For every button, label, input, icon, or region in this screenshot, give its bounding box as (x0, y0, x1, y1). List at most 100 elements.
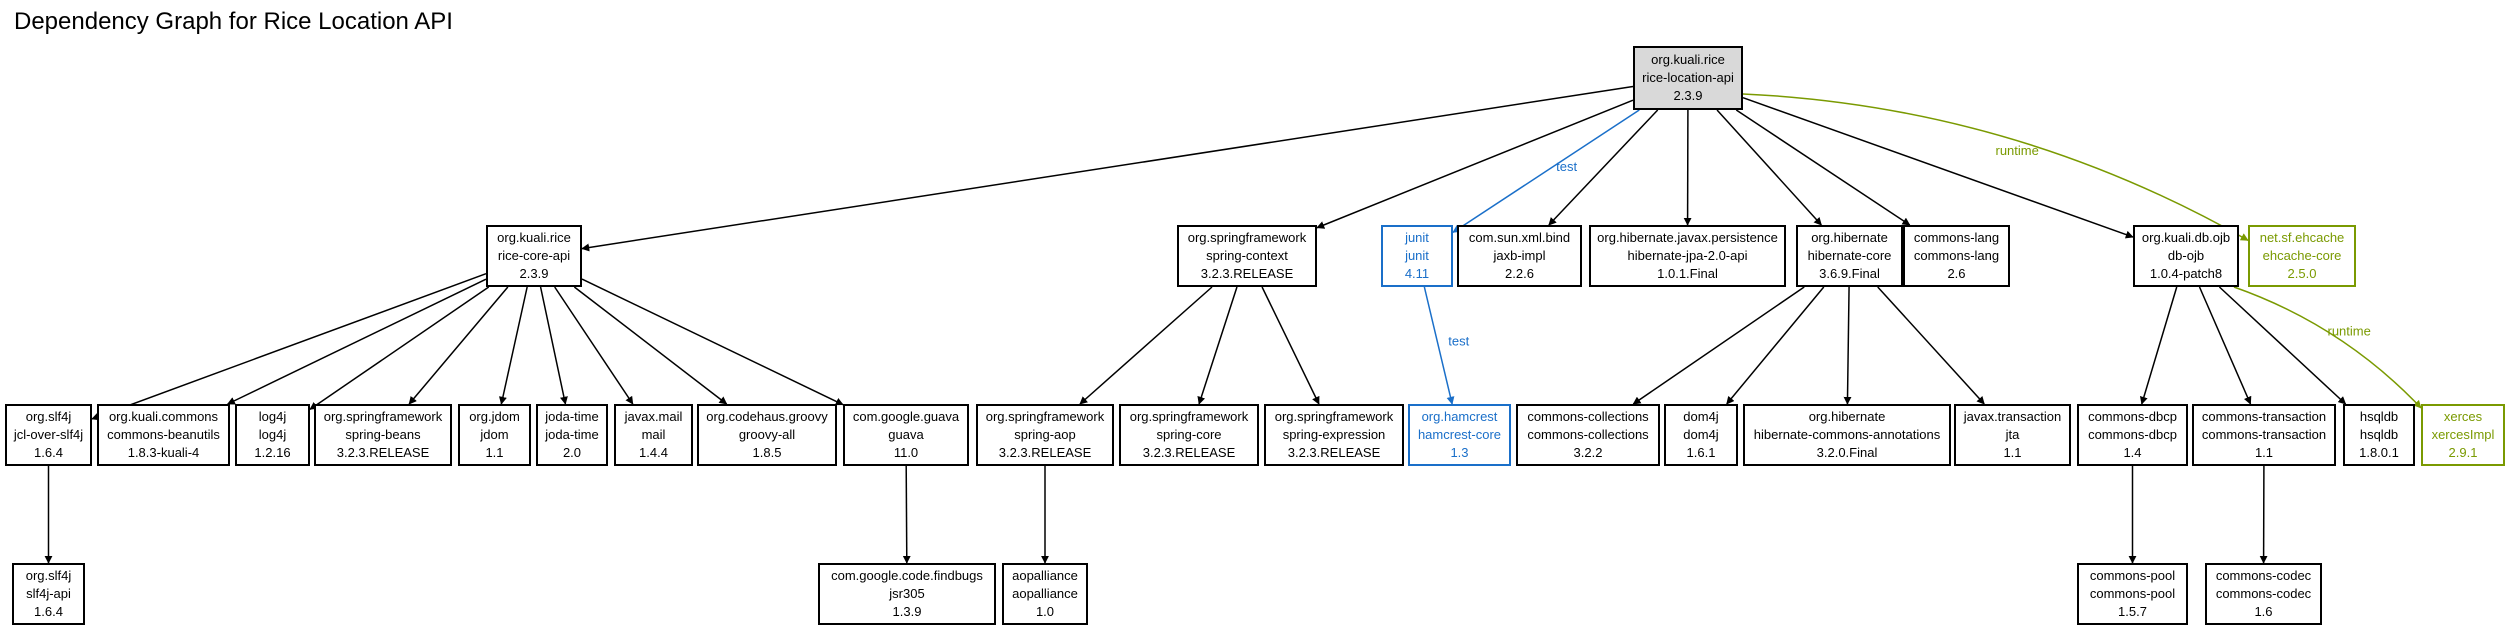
dependency-node-commons-lang: commons-lang commons-lang 2.6 (1903, 225, 2010, 287)
node-artifact: commons-beanutils (107, 427, 220, 442)
node-artifact: rice-core-api (497, 248, 571, 263)
node-version: 2.0 (562, 445, 582, 460)
edge-guava-to-jsr305 (902, 465, 911, 564)
edge-rice-core-api-to-jcl-over-slf4j (91, 272, 487, 421)
node-group: commons-collections (1527, 409, 1649, 424)
edge-rice-core-api-to-commons-beanutils (226, 278, 487, 405)
node-artifact: junit (1405, 248, 1429, 263)
node-artifact: log4j (258, 427, 287, 442)
node-group: com.google.guava (852, 409, 960, 424)
edge-rice-core-api-to-guava (581, 278, 844, 406)
node-artifact: xercesImpl (2431, 427, 2495, 442)
dependency-node-log4j: log4j log4j 1.2.16 (235, 404, 310, 466)
node-version: 1.3 (1450, 445, 1469, 460)
node-version: 1.6.4 (34, 604, 63, 619)
node-version: 2.9.1 (2448, 445, 2478, 460)
edge-root-to-junit (1452, 109, 1640, 233)
node-artifact: groovy-all (738, 427, 796, 442)
edge-db-ojb-to-commons-dbcp (2139, 286, 2178, 405)
node-artifact: commons-codec (2215, 586, 2312, 601)
node-artifact: slf4j-api (26, 586, 71, 601)
node-version: 1.8.5 (752, 445, 782, 460)
node-artifact: jdom (480, 427, 509, 442)
node-version: 1.1 (2254, 445, 2274, 460)
edge-label-runtime: runtime (1996, 143, 2039, 158)
node-version: 1.4.4 (639, 445, 668, 460)
node-group: aopalliance (1012, 568, 1078, 583)
edge-spring-context-to-spring-core (1197, 286, 1238, 405)
node-version: 1.8.3-kuali-4 (127, 445, 200, 460)
node-version: 1.1 (2003, 445, 2022, 460)
node-group: commons-lang (1913, 230, 2000, 245)
dependency-node-jdom: org.jdom jdom 1.1 (458, 404, 531, 466)
node-group: org.kuali.db.ojb (2141, 230, 2231, 245)
edge-root-to-rice-core-api (581, 85, 1634, 252)
node-group: org.kuali.rice (1651, 52, 1725, 67)
node-group: org.kuali.commons (108, 409, 219, 424)
node-version: 2.6 (1947, 266, 1966, 281)
node-artifact: spring-core (1156, 427, 1222, 442)
edge-root-to-db-ojb (1742, 96, 2134, 239)
edge-db-ojb-to-commons-transaction (2198, 286, 2252, 405)
node-version: 3.2.3.RELEASE (1200, 266, 1294, 281)
node-artifact: ehcache-core (2262, 248, 2342, 263)
node-artifact: commons-pool (2089, 586, 2176, 601)
edge-spring-context-to-spring-aop (1079, 286, 1213, 405)
dependency-node-groovy-all: org.codehaus.groovy groovy-all 1.8.5 (697, 404, 837, 466)
node-group: org.jdom (469, 409, 520, 424)
node-group: joda-time (545, 409, 599, 424)
edge-rice-core-api-to-groovy-all (573, 286, 728, 405)
node-group: org.codehaus.groovy (706, 409, 828, 424)
edge-rice-core-api-to-jdom (498, 286, 528, 405)
edge-hibernate-core-to-jta (1877, 286, 1985, 405)
node-artifact: mail (641, 427, 666, 442)
edge-label-runtime: runtime (2327, 323, 2370, 338)
edge-root-to-commons-lang (1735, 109, 1911, 226)
node-group: org.springframework (1274, 409, 1394, 424)
node-group: org.springframework (323, 409, 443, 424)
node-version: 3.2.2 (1573, 445, 1603, 460)
edge-root-to-jaxb-impl (1548, 109, 1659, 226)
node-group: com.sun.xml.bind (1468, 230, 1571, 245)
node-version: 1.2.16 (254, 445, 291, 460)
node-artifact: rice-location-api (1642, 70, 1734, 85)
node-version: 1.5.7 (2118, 604, 2147, 619)
node-group: org.springframework (985, 409, 1105, 424)
node-group: log4j (258, 409, 287, 424)
dependency-node-commons-collections: commons-collections commons-collections 3.… (1516, 404, 1660, 466)
node-artifact: commons-lang (1913, 248, 2000, 263)
node-group: org.hamcrest (1421, 409, 1498, 424)
node-artifact: spring-expression (1282, 427, 1386, 442)
node-artifact: hibernate-core (1807, 248, 1892, 263)
node-group: org.springframework (1129, 409, 1249, 424)
edge-root-to-ehcache (1742, 93, 2249, 241)
node-artifact: hamcrest-core (1417, 427, 1502, 442)
node-version: 1.1 (485, 445, 504, 460)
node-version: 3.2.3.RELEASE (336, 445, 430, 460)
node-artifact: commons-collections (1527, 427, 1649, 442)
dependency-node-commons-beanutils: org.kuali.commons commons-beanutils 1.8.3-… (97, 404, 230, 466)
node-version: 3.6.9.Final (1819, 266, 1880, 281)
node-version: 1.8.0.1 (2359, 445, 2399, 460)
node-artifact: db-ojb (2167, 248, 2205, 263)
node-version: 1.0 (1035, 604, 1055, 619)
node-version: 11.0 (893, 445, 919, 460)
